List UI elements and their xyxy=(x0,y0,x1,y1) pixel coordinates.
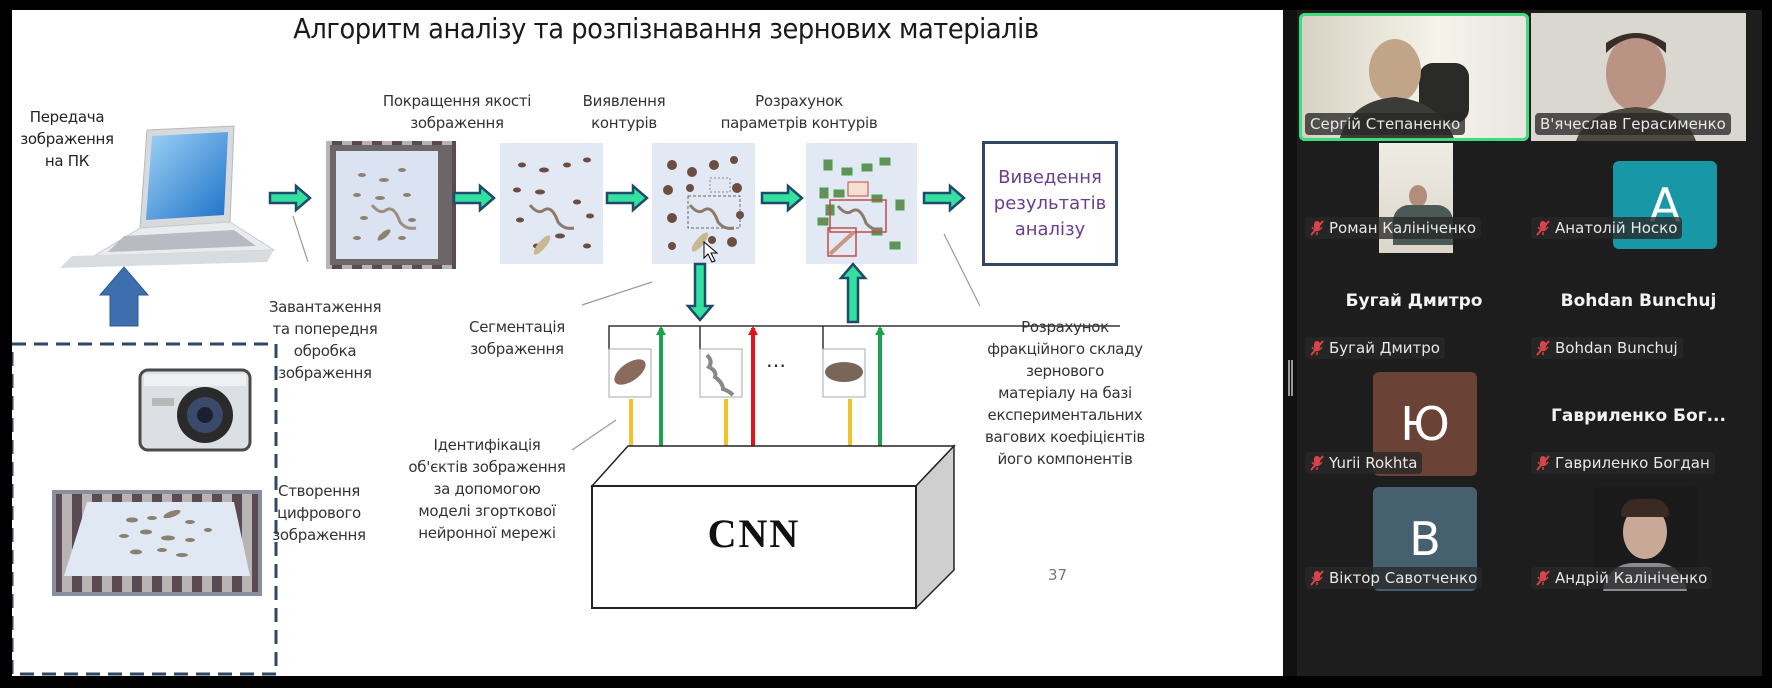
participant-name-tag: Yurii Rokhta xyxy=(1305,452,1423,474)
grain-board-photo xyxy=(52,490,262,596)
cnn-reject-arrow xyxy=(748,326,758,452)
label-transfer-to-pc: Передача зображення на ПК xyxy=(20,108,114,170)
panel-enhanced-image xyxy=(500,143,603,264)
label-loading-preprocessing: Завантаження та попередня обробка зображ… xyxy=(268,298,382,382)
panel-contour-params-image xyxy=(806,143,917,264)
flow-arrow-right xyxy=(268,183,312,213)
flow-arrow-up xyxy=(838,262,868,324)
flow-arrow-right xyxy=(452,183,496,213)
participant-tile-6[interactable]: Ю Yurii Rokhta xyxy=(1299,368,1529,483)
participant-display-name: Гавриленко Бог... xyxy=(1551,406,1726,426)
label-segmentation: Сегментація зображення xyxy=(469,318,565,358)
label-quality-improvement: Покращення якості зображення xyxy=(382,92,532,132)
flow-arrow-right xyxy=(605,183,649,213)
upload-arrow xyxy=(98,266,150,327)
capture-dashed-box xyxy=(12,342,278,676)
cnn-accept-arrow xyxy=(656,326,666,452)
label-fraction-calc: Розрахунок фракційного складу зернового … xyxy=(985,318,1145,468)
participant-name-tag: Сергій Степаненко xyxy=(1305,113,1466,135)
callout-line xyxy=(943,233,981,307)
participant-tile-9[interactable]: Андрій Калініченко xyxy=(1531,483,1746,598)
callout-line xyxy=(292,215,309,263)
mic-muted-icon xyxy=(1536,220,1550,236)
participant-tile-3[interactable]: A Анатолій Носко xyxy=(1531,143,1746,253)
label-digital-image-creation: Створення цифрового зображення xyxy=(272,482,366,544)
label-identification: Ідентифікація об'єктів зображення за доп… xyxy=(408,436,566,542)
slide-title: Алгоритм аналізу та розпізнавання зернов… xyxy=(293,12,1039,45)
panel-contours-image xyxy=(652,143,755,264)
splitter-handle[interactable] xyxy=(1288,360,1293,396)
mic-muted-icon xyxy=(1310,220,1324,236)
panel-loaded-image xyxy=(326,141,456,269)
participant-name-tag: Bohdan Bunchuj xyxy=(1531,337,1683,359)
participant-tile-0[interactable]: Сергій Степаненко xyxy=(1299,13,1529,141)
participant-tile-4[interactable]: Бугай Дмитро Бугай Дмитро xyxy=(1299,253,1529,368)
result-output-box: Виведення результатів аналізу xyxy=(982,141,1118,266)
mic-muted-icon xyxy=(1310,570,1324,586)
slide-diagram xyxy=(12,125,1120,676)
label-contour-detection: Виявлення контурів xyxy=(582,92,666,132)
flow-arrow-right xyxy=(922,183,966,213)
mic-muted-icon xyxy=(1536,340,1550,356)
participant-gallery: Сергій Степаненко В'ячеслав Герасименко … xyxy=(1283,10,1762,676)
participant-name-tag: Роман Калініченко xyxy=(1305,217,1482,239)
panel-splitter[interactable] xyxy=(1283,10,1297,676)
participant-display-name: Bohdan Bunchuj xyxy=(1560,291,1717,311)
participant-name-tag: Бугай Дмитро xyxy=(1305,337,1445,359)
mic-muted-icon xyxy=(1536,570,1550,586)
participant-name-tag: Віктор Савотченко xyxy=(1305,567,1483,589)
flow-arrow-right xyxy=(760,183,804,213)
mouse-cursor-icon xyxy=(703,240,719,263)
slide-page-number: 37 xyxy=(1048,566,1068,584)
participant-name-tag: Гавриленко Богдан xyxy=(1531,452,1715,474)
participant-name-tag: В'ячеслав Герасименко xyxy=(1535,113,1731,135)
flow-arrow-down xyxy=(685,262,715,322)
callout-line xyxy=(571,419,617,451)
camera-icon xyxy=(138,368,252,452)
cnn-label: CNN xyxy=(707,511,801,556)
mic-muted-icon xyxy=(1536,455,1550,471)
presentation-slide: Алгоритм аналізу та розпізнавання зернов… xyxy=(12,10,1283,676)
flow-arrows xyxy=(268,183,966,464)
participant-tile-7[interactable]: Гавриленко Бог... Гавриленко Богдан xyxy=(1531,368,1746,483)
ellipsis-text: … xyxy=(766,348,789,372)
participant-name-tag: Анатолій Носко xyxy=(1531,217,1683,239)
callout-line xyxy=(581,281,653,306)
participant-name-tag: Андрій Калініченко xyxy=(1531,567,1713,589)
cnn-accept-arrow xyxy=(875,326,885,452)
participant-tile-5[interactable]: Bohdan Bunchuj Bohdan Bunchuj xyxy=(1531,253,1746,368)
label-contour-params: Розрахунок параметрів контурів xyxy=(720,92,878,132)
cnn-block xyxy=(590,444,956,610)
mic-muted-icon xyxy=(1310,455,1324,471)
participant-tile-1[interactable]: В'ячеслав Герасименко xyxy=(1531,13,1746,141)
participant-tile-8[interactable]: B Віктор Савотченко xyxy=(1299,483,1529,598)
participant-display-name: Бугай Дмитро xyxy=(1345,291,1483,311)
mic-muted-icon xyxy=(1310,340,1324,356)
laptop-icon xyxy=(60,125,276,268)
participant-tile-2[interactable]: Роман Калініченко xyxy=(1299,143,1529,253)
